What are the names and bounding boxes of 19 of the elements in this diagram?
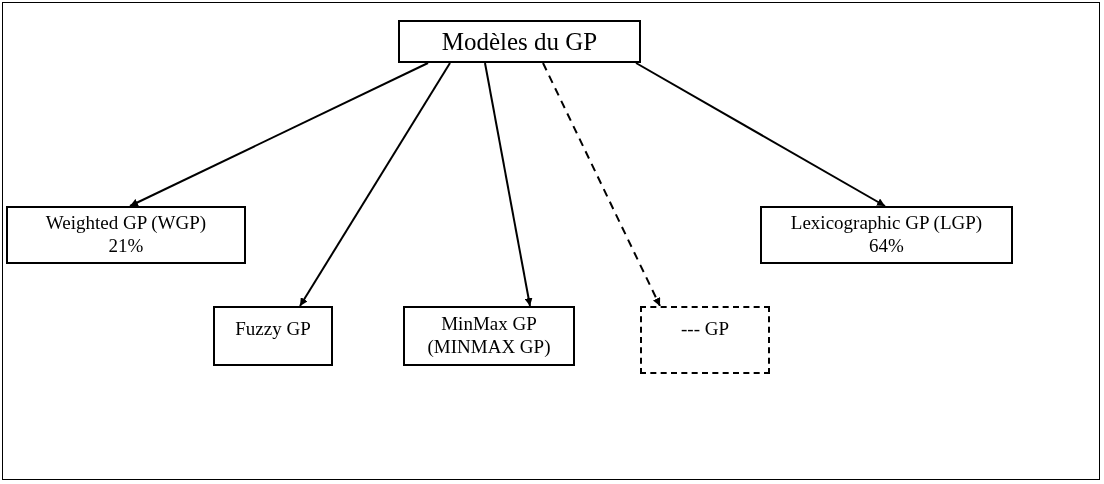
arrow: [484, 62, 533, 307]
box-label: 21%: [108, 235, 144, 258]
box-label: --- GP: [681, 318, 729, 341]
arrow: [299, 62, 451, 307]
arrow: [635, 62, 886, 207]
box-label: Lexicographic GP (LGP): [790, 212, 983, 235]
box-label: Weighted GP (WGP): [45, 212, 207, 235]
process-box: [640, 306, 770, 374]
box-label: MinMax GP (MINMAX GP): [426, 313, 552, 359]
process-box: [403, 306, 575, 366]
box-label: Fuzzy GP: [235, 318, 311, 341]
arrow: [129, 62, 429, 207]
box-label: 64%: [869, 235, 904, 258]
process-box: [213, 306, 333, 366]
arrow: [542, 62, 661, 307]
process-box: [398, 20, 641, 63]
process-box: [760, 206, 1013, 264]
process-box: [6, 206, 246, 264]
box-label: Modèles du GP: [441, 26, 598, 57]
